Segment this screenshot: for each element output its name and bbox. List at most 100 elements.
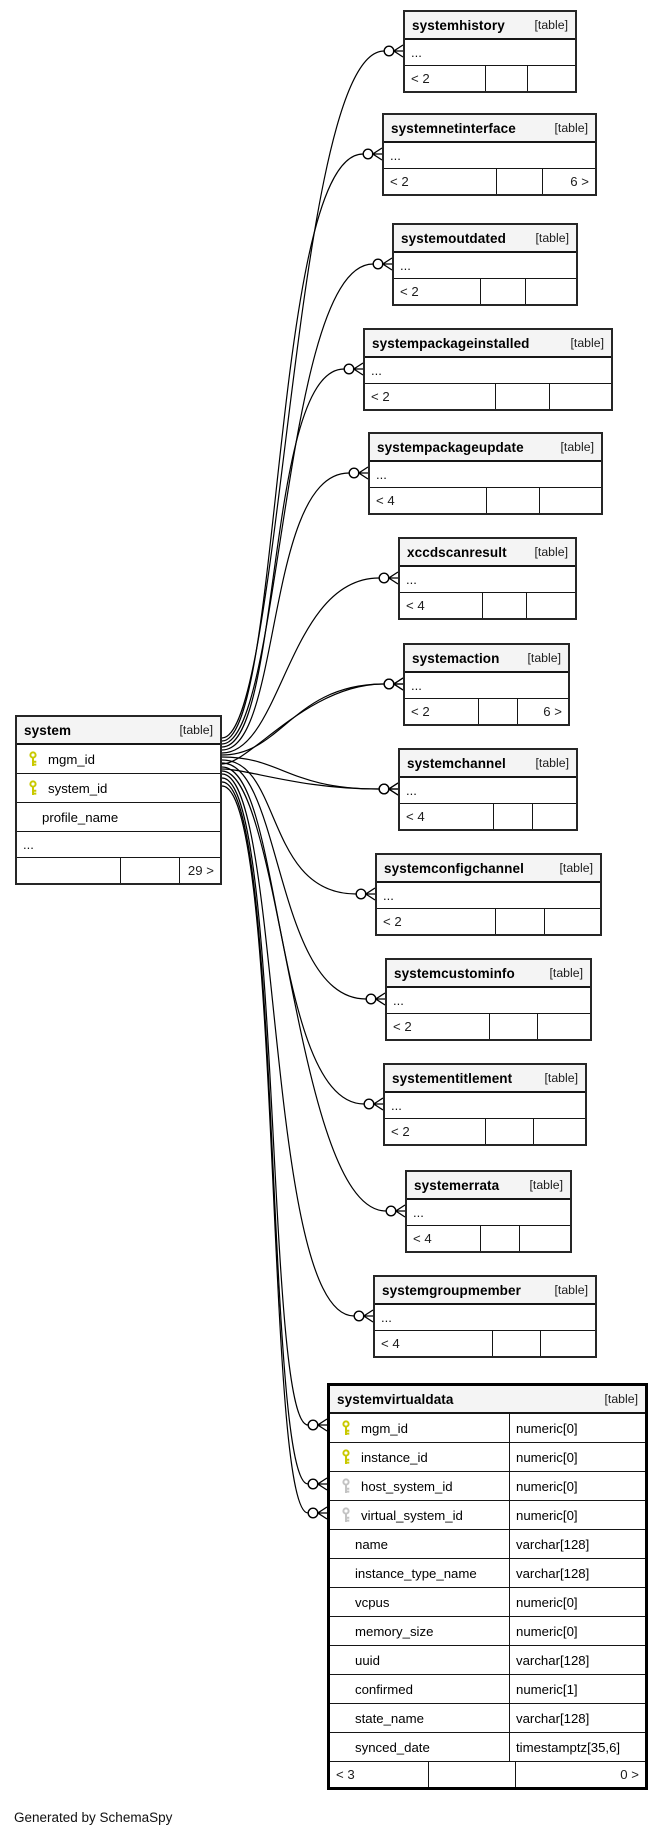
table-systemgroupmember[interactable]: systemgroupmember[table]...< 4 [373,1275,597,1358]
footer-right-count: 6 > [542,169,595,194]
column-name: mgm_id [48,751,95,767]
columns-ellipsis: ... [377,883,600,909]
key-icon-slot [337,1507,355,1523]
footer-left-count: < 3 [336,1767,355,1782]
table-systemerrata[interactable]: systemerrata[table]...< 4 [405,1170,572,1253]
table-name[interactable]: xccdscanresult [407,544,507,560]
table-name[interactable]: systemconfigchannel [384,860,524,876]
footer-left-count [17,858,120,883]
table-systemnetinterface[interactable]: systemnetinterface[table]... < 2 6 > [382,113,597,196]
column-name-cell: mgm_id [17,745,220,773]
column-name-cell: name [355,1530,509,1558]
footer-left-count: < 4 [381,1336,400,1351]
key-icon-slot [337,1449,355,1465]
columns-ellipsis: ... [384,143,595,169]
column-name: memory_size [355,1623,434,1639]
column-name-cell: state_name [355,1704,509,1732]
foreign-key-icon [342,1507,350,1522]
footer-middle-cell [119,858,179,883]
relationship-systemconfigchannel [221,759,376,901]
table-systemconfigchannel[interactable]: systemconfigchannel[table]... < 2 [375,853,602,936]
table-name[interactable]: systemchannel [407,755,506,771]
table-footer: 29 > [17,858,220,883]
primary-key-icon [342,1449,350,1464]
footer-left-count: < 2 [383,914,402,929]
column-name: vcpus [355,1594,390,1610]
footer-middle-cell [482,593,526,618]
table-systemhistory[interactable]: systemhistory[table]...< 2 [403,10,577,93]
table-footer: < 4 [400,593,575,618]
table-header-systemaction: systemaction[table] [405,645,568,673]
column-name: uuid [355,1652,380,1668]
table-systementitlement[interactable]: systementitlement[table]...< 2 [383,1063,587,1146]
column-name-cell: virtual_system_id [330,1501,509,1529]
table-name[interactable]: systemoutdated [401,230,506,246]
table-footer: < 4 [375,1331,595,1356]
columns-ellipsis: ... [394,253,576,279]
table-name[interactable]: systementitlement [392,1070,513,1086]
table-name[interactable]: systemcustominfo [394,965,515,981]
table-name[interactable]: systemhistory [412,17,505,33]
table-header-systempackageupdate: systempackageupdate[table] [370,434,601,462]
footer-middle-cell [491,1331,540,1356]
footer-right-count: 0 > [514,1762,645,1787]
column-type: numeric[1] [509,1675,645,1703]
table-systemcustominfo[interactable]: systemcustominfo[table]...< 2 [385,958,592,1041]
table-systemchannel[interactable]: systemchannel[table]...< 4 [398,748,578,831]
table-header-systemnetinterface: systemnetinterface[table] [384,115,595,143]
columns-ellipsis: ... [407,1200,570,1226]
columns-ellipsis: ... [17,832,220,858]
footer-right-count [544,909,600,934]
table-footer: < 2 [385,1119,585,1144]
relationship-systempackageupdate [221,466,369,751]
footer-right-count: 6 > [517,699,568,724]
table-footer: < 2 6 > [384,169,595,194]
key-icon-slot [337,1478,355,1494]
table-name[interactable]: systemnetinterface [391,120,516,136]
table-systempackageupdate[interactable]: systempackageupdate[table]...< 4 [368,432,603,515]
footer-middle-cell [488,1014,538,1039]
footer-middle-cell [495,169,542,194]
column-type: numeric[0] [509,1617,645,1645]
footer-left-count: < 2 [411,704,430,719]
table-header-systemconfigchannel: systemconfigchannel[table] [377,855,600,883]
table-systempackageinstalled[interactable]: systempackageinstalled[table]...< 2 [363,328,613,411]
table-name[interactable]: system [24,722,72,738]
table-systemoutdated[interactable]: systemoutdated[table]...< 2 [392,223,578,306]
footer-left-count: < 4 [406,598,425,613]
table-header-system: system [table] [17,717,220,745]
table-type-badge: [table] [179,723,214,737]
table-name[interactable]: systemvirtualdata [337,1391,454,1407]
footer-middle-cell [495,909,544,934]
column-type: numeric[0] [509,1443,645,1471]
column-row-system_id: system_id [17,774,220,803]
table-header-systemcustominfo: systemcustominfo[table] [387,960,590,988]
table-name[interactable]: systempackageinstalled [372,335,530,351]
table-footer: < 2 [377,909,600,934]
footer-left-count: < 2 [390,174,409,189]
column-name-cell: confirmed [355,1675,509,1703]
table-name[interactable]: systemaction [412,650,500,666]
table-footer: < 4 [370,488,601,513]
foreign-key-icon [342,1478,350,1493]
footer-right-count [527,66,575,91]
column-name-cell: profile_name [42,803,220,831]
column-type: varchar[128] [509,1530,645,1558]
footer-middle-cell [484,66,528,91]
table-header-systemhistory: systemhistory[table] [405,12,575,40]
table-name[interactable]: systemerrata [414,1177,500,1193]
footer-right-count [537,1014,590,1039]
column-name-cell: system_id [17,774,220,802]
column-name-cell: vcpus [355,1588,509,1616]
table-name[interactable]: systemgroupmember [382,1282,521,1298]
column-name: synced_date [355,1739,430,1755]
table-xccdscanresult[interactable]: xccdscanresult[table]...< 4 [398,537,577,620]
table-footer: < 4 [400,804,576,829]
table-name[interactable]: systempackageupdate [377,439,524,455]
